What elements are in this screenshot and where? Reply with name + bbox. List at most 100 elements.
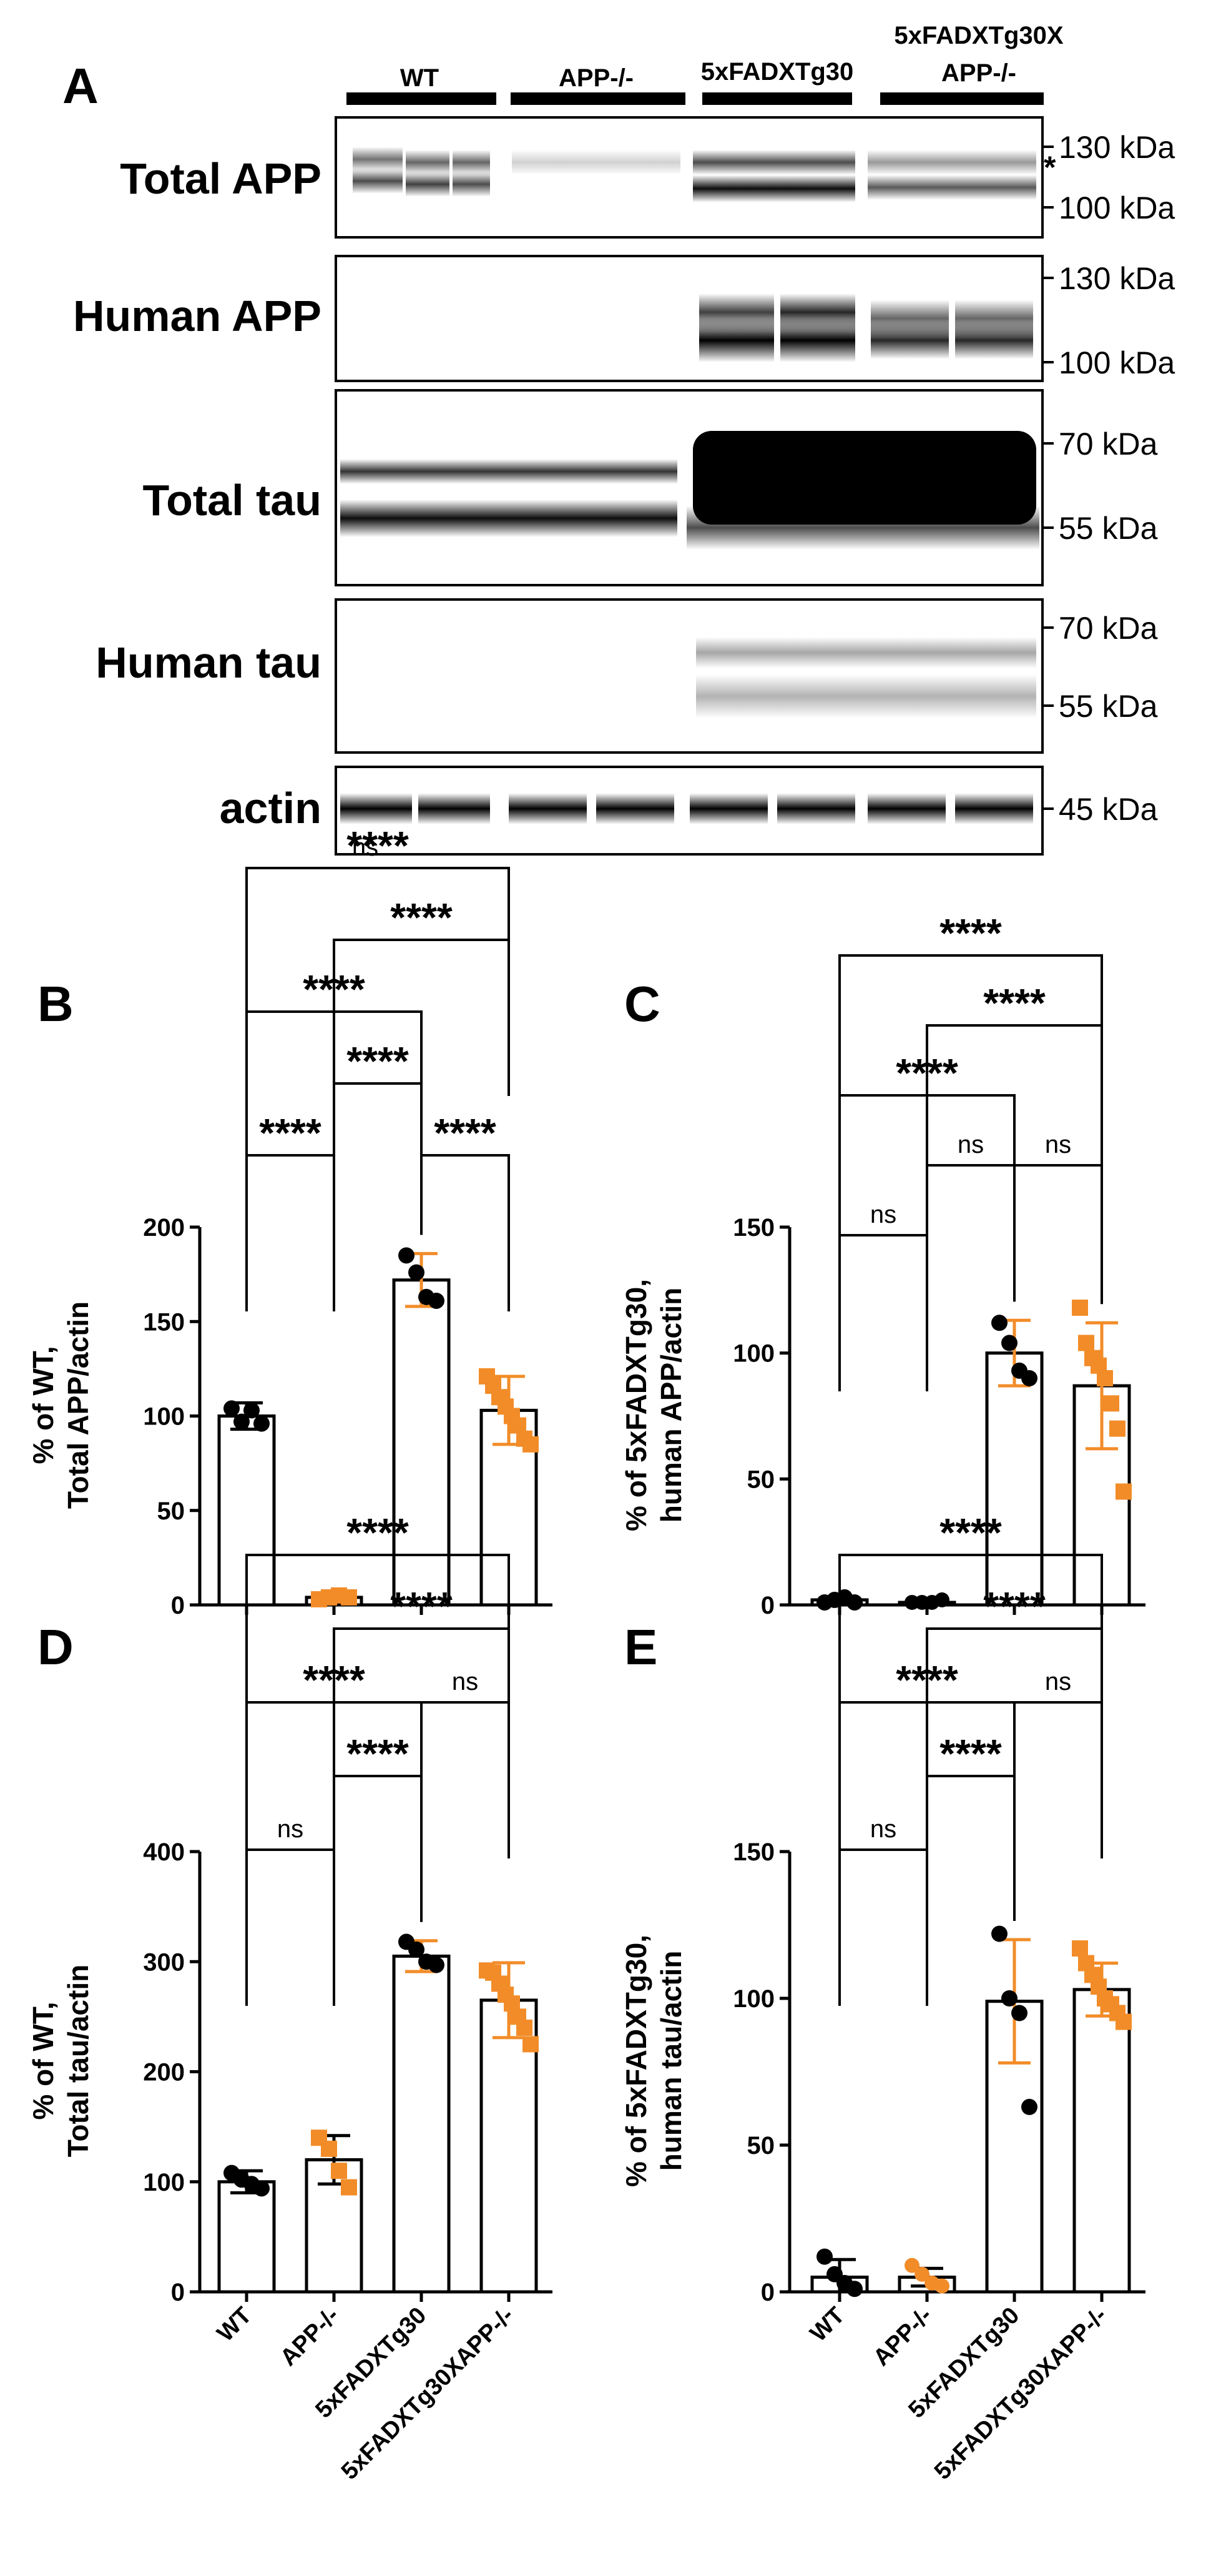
data-point (1072, 1300, 1088, 1316)
group-label-5xfad-x: 5xFADXTg30X (894, 22, 1064, 49)
significance-label: ns (958, 1131, 984, 1158)
y-tick-label: 200 (143, 2059, 185, 2086)
significance-label: **** (346, 823, 409, 868)
data-point (991, 1315, 1008, 1331)
group-bar-app-ko (511, 92, 685, 105)
x-category-label: WT (212, 2302, 257, 2347)
significance-bracket (838, 1848, 928, 2006)
data-point (253, 2180, 270, 2197)
blot-label: actin (220, 784, 321, 832)
data-point (223, 1400, 240, 1417)
significance-bracket (1013, 1701, 1103, 1858)
y-tick-label: 50 (747, 1466, 775, 1493)
bar (392, 1278, 451, 1607)
data-point (846, 1594, 863, 1611)
data-point (1021, 2098, 1037, 2115)
band-marker: * (1044, 150, 1056, 185)
data-point (846, 2281, 863, 2297)
data-point (1001, 1990, 1018, 2006)
data-point (522, 1436, 539, 1453)
y-axis-label: % of 5xFADXTg30,human tau/actin (620, 1935, 687, 2187)
kda-label: 100 kDa (1059, 190, 1175, 225)
significance-label: **** (346, 1510, 409, 1555)
kda-label: 45 kDa (1059, 792, 1158, 827)
x-category-label: APP-/- (868, 2302, 937, 2371)
group-label-wt: WT (400, 64, 439, 92)
bar (985, 1351, 1044, 1607)
significance-bracket (333, 1775, 423, 1932)
data-point (915, 2266, 929, 2282)
group-label-5xfad-app-ko: APP-/- (941, 59, 1016, 87)
y-tick-label: 100 (143, 1403, 185, 1431)
data-point (1109, 1420, 1125, 1437)
significance-label: **** (939, 1510, 1002, 1555)
y-axis-label: % of WT,Total APP/actin (27, 1301, 94, 1509)
significance-label: **** (346, 1039, 409, 1083)
data-point (817, 2248, 833, 2265)
data-point (408, 1264, 424, 1281)
data-point (516, 2020, 532, 2036)
bar (217, 2180, 276, 2294)
significance-label: ns (870, 1201, 896, 1228)
significance-label: **** (390, 1584, 453, 1629)
data-point (991, 1925, 1008, 1942)
kda-label: 55 kDa (1059, 511, 1158, 546)
panel-a-letter: A (62, 58, 99, 114)
y-tick-label: 0 (171, 2279, 185, 2306)
y-tick-label: 100 (733, 1340, 775, 1368)
significance-bracket (838, 1234, 928, 1391)
significance-label: ns (452, 1668, 478, 1695)
x-category-label: 5xFADXTg30XAPP-/- (336, 2302, 519, 2485)
blot-total-tau: 70 kDa 55 kDa Total tau (143, 389, 1158, 586)
data-point (1103, 1395, 1119, 1412)
data-point (934, 2278, 949, 2294)
panel-letter: C (624, 976, 660, 1032)
data-point (233, 1413, 250, 1430)
group-label-5xfad: 5xFADXTg30 (701, 58, 854, 86)
data-point (1116, 1483, 1132, 1500)
y-tick-label: 0 (761, 1592, 775, 1619)
significance-label: ns (352, 834, 378, 861)
bar (392, 1954, 451, 2294)
y-tick-label: 150 (733, 1214, 775, 1241)
data-point (408, 1941, 424, 1958)
y-tick-label: 200 (143, 1214, 185, 1241)
blot-human-app: 130 kDa 100 kDa Human APP (73, 255, 1175, 382)
significance-bracket (333, 1082, 423, 1240)
data-point (1097, 1370, 1113, 1386)
group-bar-5xfad (702, 92, 852, 105)
y-tick-label: 100 (733, 1985, 775, 2013)
data-point (341, 2179, 357, 2196)
data-point (1001, 1335, 1018, 1351)
data-point (905, 2258, 920, 2273)
group-bar-wt (346, 92, 496, 105)
significance-label: **** (434, 1110, 496, 1155)
significance-bracket (245, 867, 510, 1024)
panel-letter: D (37, 1619, 74, 1675)
data-point (1078, 1335, 1094, 1351)
panel-letter: E (624, 1619, 657, 1675)
x-category-label: APP-/- (275, 2302, 344, 2371)
significance-label: **** (390, 895, 453, 940)
group-bar-5xfad-app-ko (880, 92, 1044, 105)
kda-label: 70 kDa (1059, 611, 1158, 646)
data-point (331, 2163, 347, 2179)
significance-label: **** (259, 1110, 321, 1155)
kda-label: 130 kDa (1059, 130, 1175, 165)
y-tick-label: 0 (761, 2279, 775, 2306)
data-point (253, 1415, 270, 1432)
blot-label: Human APP (73, 292, 321, 340)
significance-bracket (926, 1164, 1016, 1321)
data-point (398, 1247, 414, 1264)
data-point (321, 2140, 337, 2157)
significance-label: ns (1045, 1668, 1071, 1695)
data-point (1011, 2005, 1027, 2021)
significance-label: **** (983, 1584, 1046, 1629)
kda-label: 100 kDa (1059, 345, 1175, 380)
y-tick-label: 100 (143, 2169, 185, 2196)
kda-label: 55 kDa (1059, 689, 1158, 724)
